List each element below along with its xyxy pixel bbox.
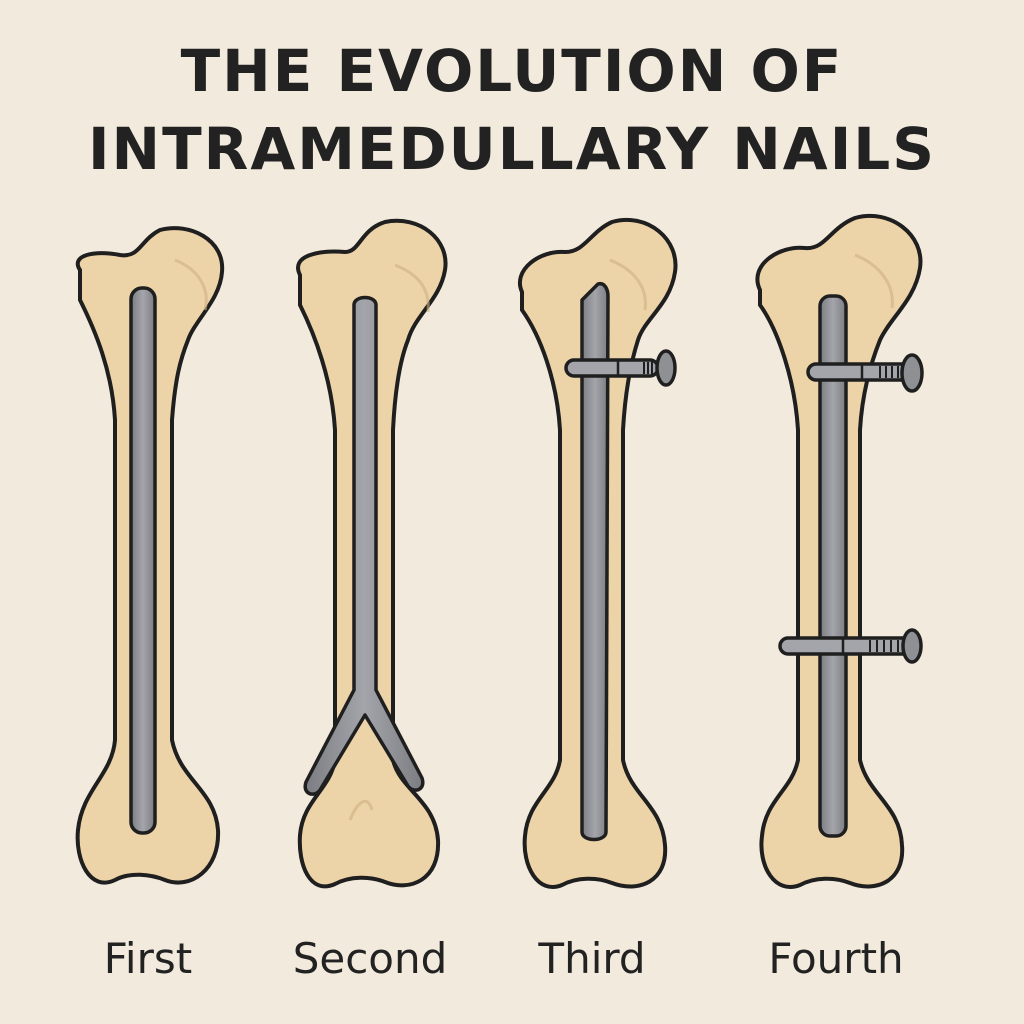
femur-third (518, 218, 678, 889)
label-third: Third (538, 934, 646, 983)
nail-rod (818, 294, 848, 838)
femur-second (296, 218, 448, 889)
label-fourth: Fourth (768, 934, 904, 983)
nail-rod (580, 281, 610, 842)
locking-screw-distal (778, 628, 923, 664)
femur-fourth (755, 214, 924, 889)
label-first: First (103, 934, 193, 983)
label-second: Second (292, 934, 448, 983)
locking-screw-proximal (564, 349, 677, 387)
nail-y-rod (303, 295, 425, 796)
title-line-1: THE EVOLUTION OF (180, 37, 844, 105)
title-line-2: INTRAMEDULLARY NAILS (87, 115, 937, 183)
femur-first (75, 226, 225, 885)
nail-rod (129, 286, 157, 835)
locking-screw-proximal (806, 353, 924, 393)
diagram-title: THE EVOLUTION OF INTRAMEDULLARY NAILS (0, 32, 1024, 188)
